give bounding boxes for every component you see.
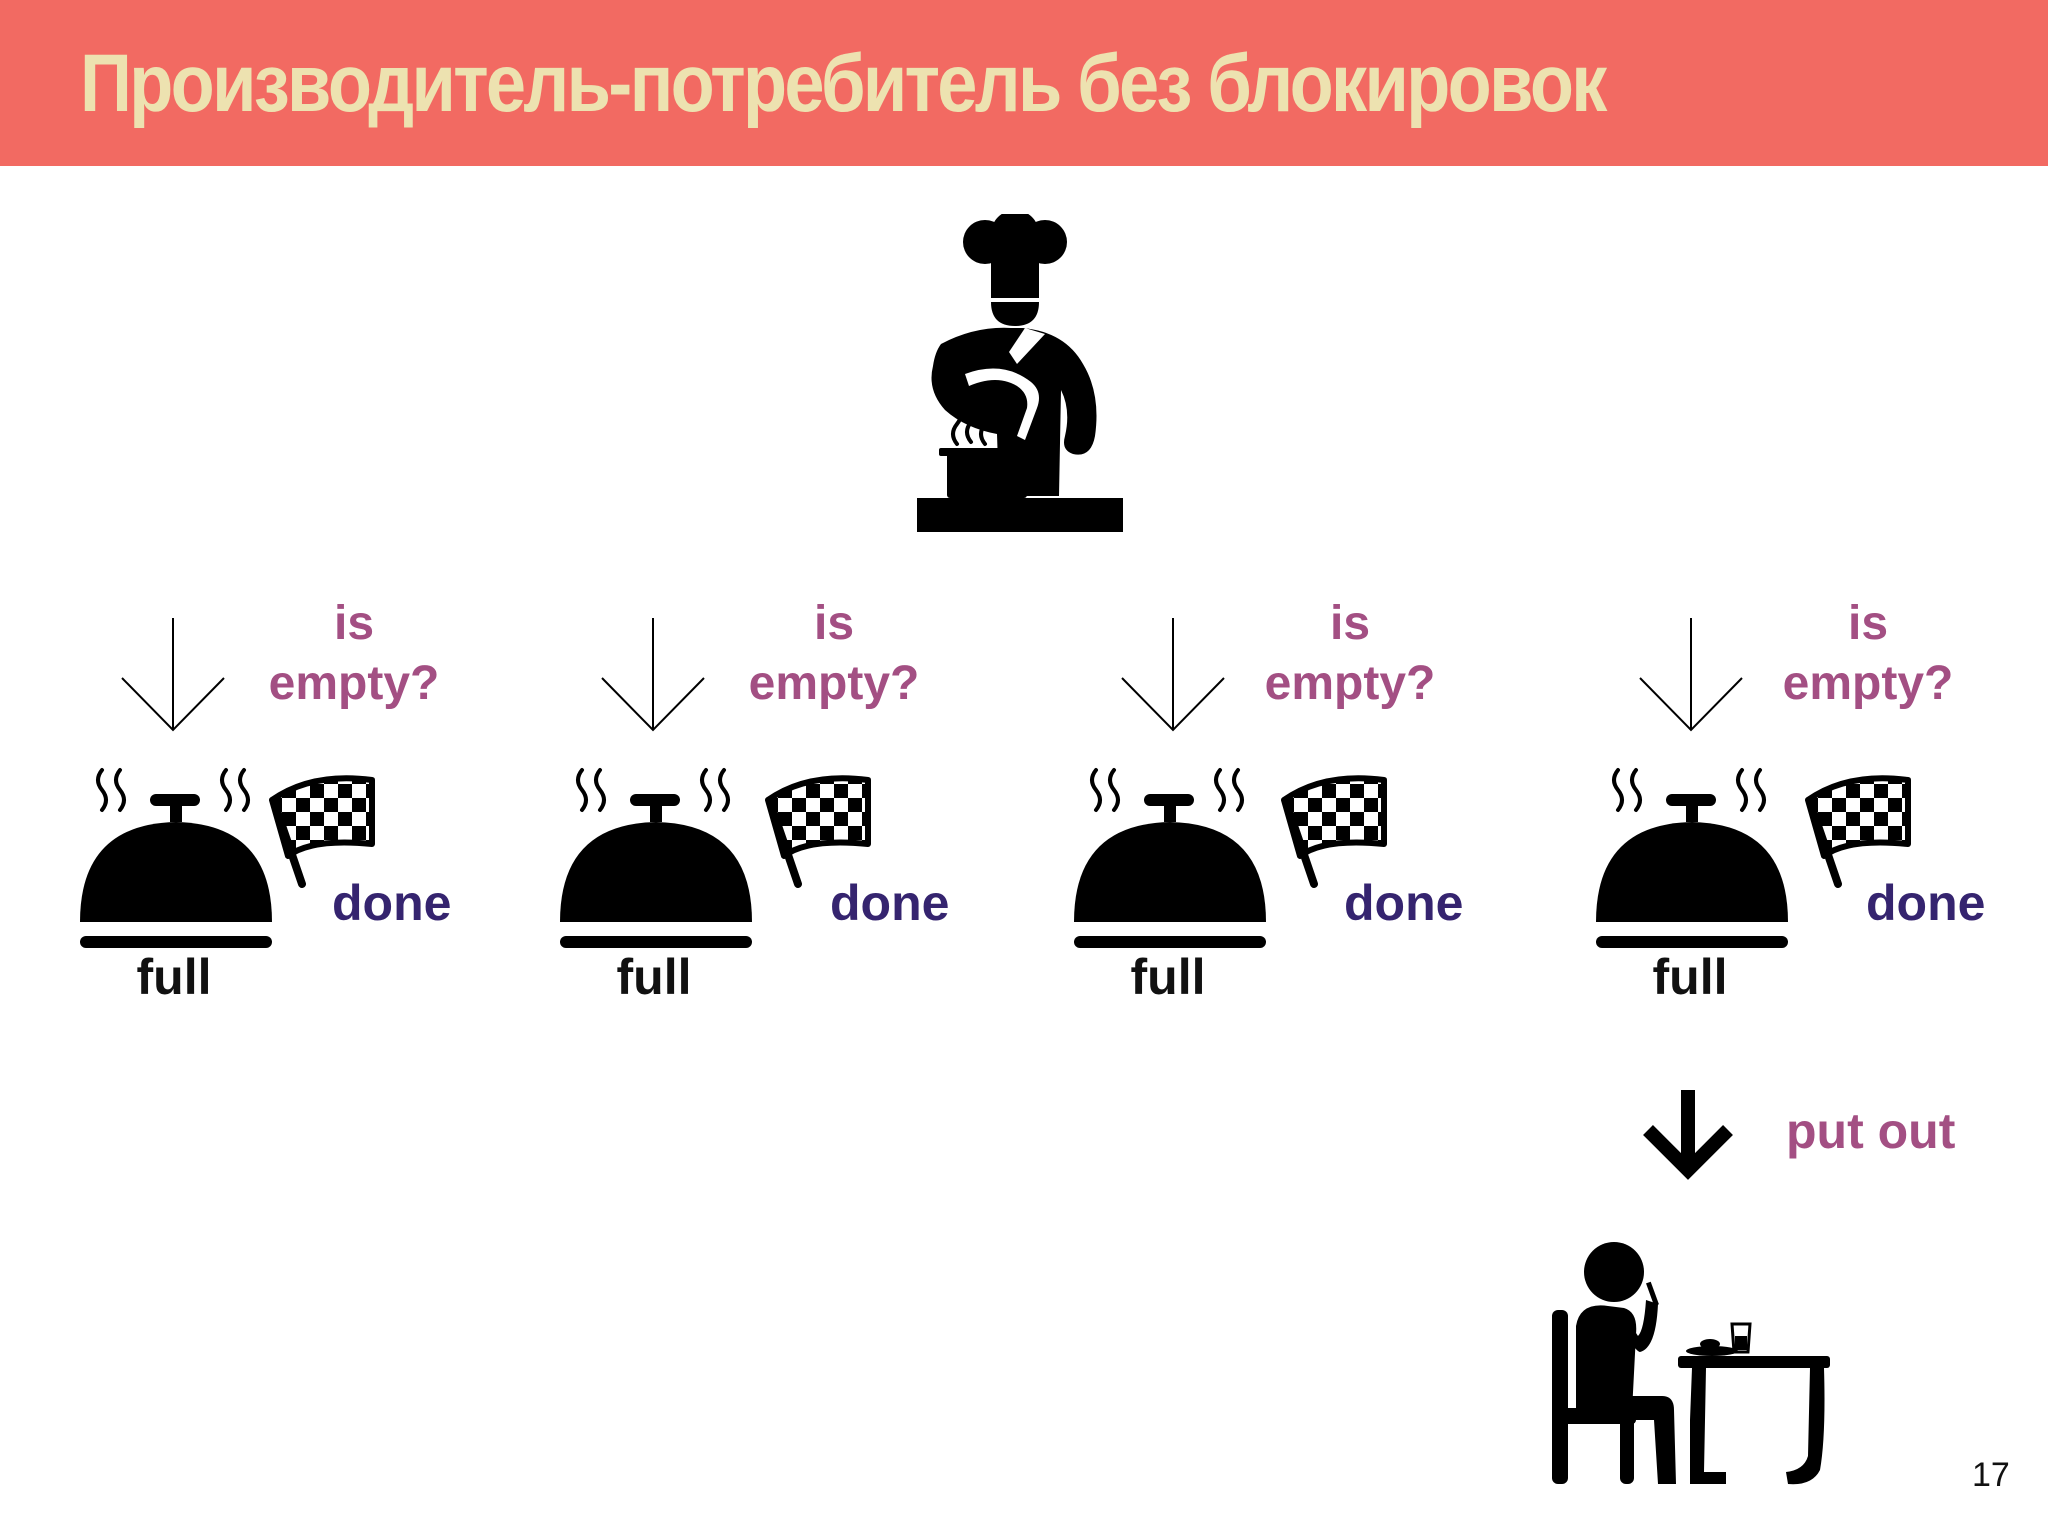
slot-question-line2: empty? — [1782, 657, 1954, 710]
title-bar: Производитель-потребитель без блокировок — [0, 0, 2048, 166]
slot-question-line1: is — [1847, 597, 1889, 650]
slot-question-line2: empty? — [1264, 657, 1436, 710]
slot-done-label: done — [332, 875, 452, 931]
cloche-dish-icon — [1596, 768, 1788, 948]
cloche-dish-icon — [560, 768, 752, 948]
slot-question-line2: empty? — [748, 657, 920, 710]
checkered-flag-icon — [269, 775, 375, 888]
checkered-flag-icon — [765, 775, 871, 888]
slot-done-label: done — [1344, 875, 1464, 931]
put-out-label: put out — [1786, 1103, 1956, 1159]
slide-title: Производитель-потребитель без блокировок — [80, 38, 1607, 129]
down-arrow-thin-icon — [601, 618, 705, 732]
slot-state-label: full — [616, 949, 692, 1005]
person-eating-icon — [1552, 1242, 1830, 1485]
slot-question-line1: is — [333, 597, 375, 650]
slot-state-label: full — [1130, 949, 1206, 1005]
checkered-flag-icon — [1281, 775, 1387, 888]
down-arrow-thin-icon — [1639, 618, 1743, 732]
down-arrow-bold-icon — [1643, 1090, 1733, 1180]
cloche-dish-icon — [1074, 768, 1266, 948]
page-number: 17 — [1972, 1456, 2010, 1494]
slot-done-label: done — [830, 875, 950, 931]
slot-done-label: done — [1866, 875, 1986, 931]
down-arrow-thin-icon — [1121, 618, 1225, 732]
slot-state-label: full — [1652, 949, 1728, 1005]
slot-question-line1: is — [1329, 597, 1371, 650]
slot-state-label: full — [136, 949, 212, 1005]
cloche-dish-icon — [80, 768, 272, 948]
down-arrow-thin-icon — [121, 618, 225, 732]
checkered-flag-icon — [1805, 775, 1911, 888]
slot-question-line1: is — [813, 597, 855, 650]
slot-question-line2: empty? — [268, 657, 440, 710]
chef-cooking-icon — [917, 214, 1123, 532]
